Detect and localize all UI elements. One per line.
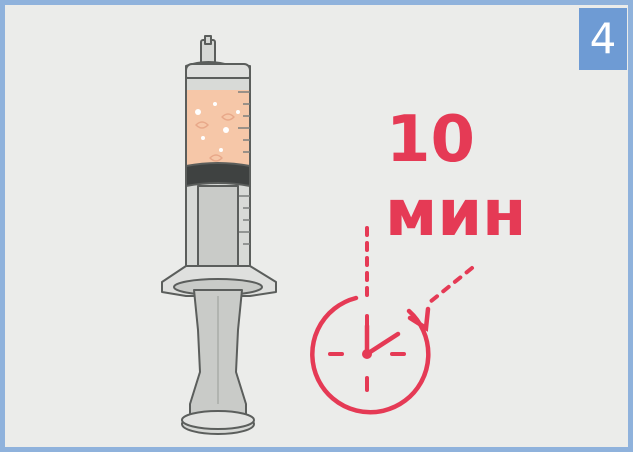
stopwatch-icon: [312, 228, 472, 412]
timer-value: 10: [386, 104, 475, 176]
step-number-badge: 4: [579, 8, 627, 70]
timer-unit: мин: [385, 178, 526, 250]
syringe-icon: [162, 36, 276, 434]
